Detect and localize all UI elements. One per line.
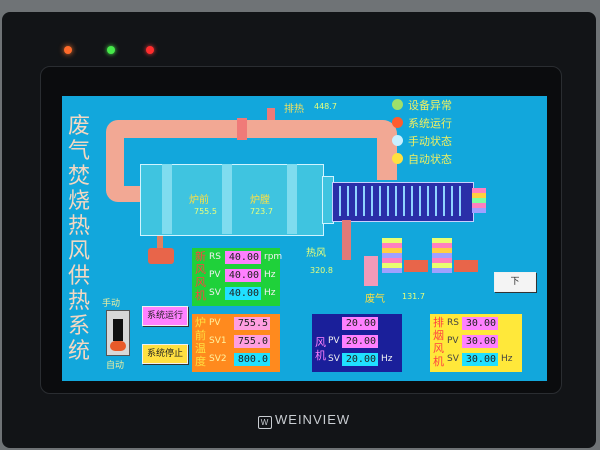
status-label: 设备异常 [408, 99, 452, 112]
title-char: 风 [67, 239, 90, 264]
exhaust-pv-value: 30.00 [462, 335, 498, 348]
top-temp-label: 排热 [284, 104, 304, 115]
furnace-sv2-tag: SV2 [209, 354, 227, 364]
exhaust-fan-title: 排烟风机 [433, 316, 444, 368]
furnace-front-label: 炉前 [189, 195, 209, 206]
exhaust-rs-tag: RS [447, 318, 459, 328]
system-stop-button[interactable]: 系统停止 [142, 344, 188, 364]
blower-rs-value: 20.00 [342, 317, 378, 330]
title-char: 烧 [67, 189, 90, 214]
run-led [107, 46, 115, 54]
hot-air-value: 320.8 [310, 266, 333, 275]
title-char: 热 [67, 289, 90, 314]
fresh-pv-value: 40.00 [225, 269, 261, 282]
exhaust-sv-input[interactable]: 30.00 [462, 353, 498, 366]
exhaust-rs-value: 30.00 [462, 317, 498, 330]
exhaust-sv-unit: Hz [501, 354, 513, 364]
furnace-sv1-input[interactable]: 755.0 [234, 335, 270, 348]
pump-2-motor [454, 260, 478, 272]
comm-led [146, 46, 154, 54]
status-indicator-icon [392, 135, 403, 146]
furnace-sv1-tag: SV1 [209, 336, 227, 346]
blower-sv-unit: Hz [381, 354, 393, 364]
furnace-pv-tag: PV [209, 318, 221, 328]
fresh-rs-value: 40.00 [225, 251, 261, 264]
status-label: 手动状态 [408, 135, 452, 148]
hot-air-label: 热风 [306, 248, 326, 259]
blower-sv-input[interactable]: 20.00 [342, 353, 378, 366]
switch-lever [113, 319, 123, 341]
status-indicator-icon [392, 99, 403, 110]
power-led [64, 46, 72, 54]
fresh-fan-title: 新风风机 [195, 250, 206, 302]
status-label: 系统运行 [408, 117, 452, 130]
furnace-band-2 [222, 164, 232, 234]
title-char: 系 [67, 314, 90, 339]
title-char: 热 [67, 214, 90, 239]
furnace-chamber-label: 炉膛 [250, 195, 270, 206]
switch-knob [110, 341, 126, 351]
exhaust-stack [364, 256, 378, 286]
title-char: 气 [67, 139, 90, 164]
blower-pv-tag: PV [328, 336, 340, 346]
pump-1 [382, 238, 402, 274]
mode-switch[interactable] [106, 310, 130, 356]
right-duct [377, 120, 397, 180]
exhaust-label: 废气 [365, 294, 385, 305]
blower-pv-value: 20.00 [342, 335, 378, 348]
next-page-button[interactable]: 下 [494, 272, 536, 292]
fresh-sv-tag: SV [209, 288, 221, 298]
duct-elbow [106, 186, 146, 202]
fresh-rs-tag: RS [209, 252, 221, 262]
fresh-pv-unit: Hz [264, 270, 276, 280]
duct-damper [237, 118, 247, 140]
furnace-temp-panel: 炉前温度 PV 755.5 SV1 755.0 SV2 800.0 [192, 314, 280, 372]
chimney-stub [267, 108, 275, 120]
manual-label: 手动 [102, 299, 121, 309]
fresh-sv-unit: Hz [264, 288, 276, 298]
hmi-screen: 废气焚烧热风供热系统 排热 448.7 炉前 755.5 炉膛 723.7 热风… [62, 96, 547, 381]
blower-panel: 风机 20.00 PV 20.00 SV 20.00 Hz [312, 314, 402, 372]
hot-air-riser [342, 220, 351, 260]
furnace-front-value: 755.5 [194, 207, 217, 216]
burner-pipe [157, 236, 163, 250]
fresh-pv-tag: PV [209, 270, 221, 280]
exhaust-value: 131.7 [402, 292, 425, 301]
furnace-band-1 [162, 164, 172, 234]
title-char: 供 [67, 264, 90, 289]
system-run-button[interactable]: 系统运行 [142, 306, 188, 326]
furnace-band-3 [287, 164, 297, 234]
exhaust-fan-panel: 排烟风机 RS 30.00 PV 30.00 SV 30.00 Hz [430, 314, 522, 372]
title-char: 统 [67, 339, 90, 364]
status-indicator-icon [392, 117, 403, 128]
pump-2 [432, 238, 452, 274]
title-char: 废 [67, 114, 90, 139]
title-char: 焚 [67, 164, 90, 189]
exhaust-pv-tag: PV [447, 336, 459, 346]
fresh-rs-unit: rpm [264, 252, 283, 262]
fresh-fan-panel: 新风风机 RS 40.00 rpm PV 40.00 Hz SV 40.00 H… [192, 248, 283, 306]
status-indicator-icon [392, 153, 403, 164]
exhaust-sv-tag: SV [447, 354, 459, 364]
pump-1-motor [404, 260, 428, 272]
blower-sv-tag: SV [328, 354, 340, 364]
exchanger-outlet [472, 188, 486, 214]
burner-fan [148, 248, 174, 264]
blower-title: 风机 [315, 336, 326, 362]
exchanger-tubes [339, 186, 461, 216]
furnace-pv-value: 755.5 [234, 317, 270, 330]
auto-label: 自动 [106, 361, 125, 371]
furnace-chamber-value: 723.7 [250, 207, 273, 216]
status-label: 自动状态 [408, 153, 452, 166]
furnace-temp-title: 炉前温度 [195, 316, 206, 368]
top-temp-value: 448.7 [314, 102, 337, 111]
left-duct [106, 136, 124, 191]
fresh-sv-input[interactable]: 40.00 [225, 287, 261, 300]
furnace-sv2-input[interactable]: 800.0 [234, 353, 270, 366]
